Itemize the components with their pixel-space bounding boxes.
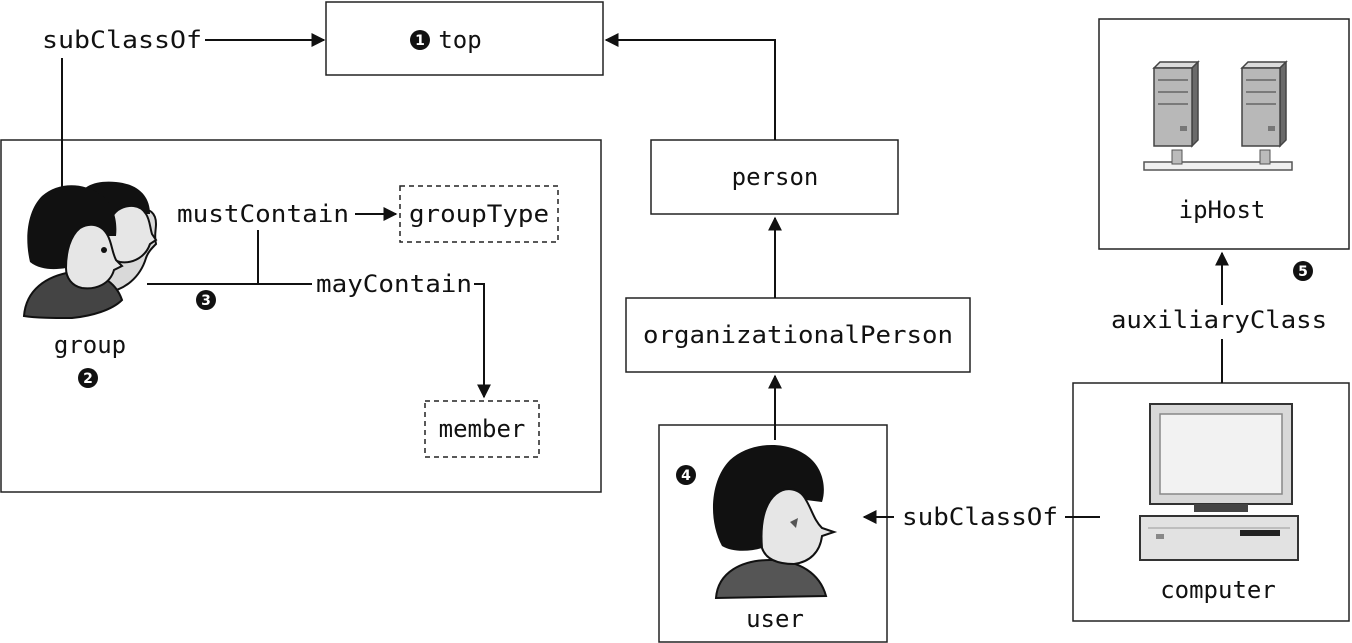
auxiliaryclass-label: auxiliaryClass: [1111, 306, 1327, 334]
person-to-top-arrow: [604, 33, 776, 140]
maycontain-label: mayContain: [316, 270, 472, 298]
organizational-person-label: organizationalPerson: [643, 321, 953, 349]
badge-2: 2: [78, 368, 98, 388]
badge-1: 1: [410, 30, 430, 50]
user-person-icon: [712, 445, 838, 600]
server-left-icon: [1152, 60, 1200, 148]
grouptype-label: groupType: [409, 200, 549, 228]
group-label: group: [54, 331, 126, 359]
member-label: member: [439, 415, 526, 443]
badge-3-text: 3: [201, 293, 211, 309]
badge-3: 3: [196, 290, 216, 310]
member-box: [424, 400, 540, 458]
badge-4-text: 4: [681, 468, 691, 484]
mustcontain-label: mustContain: [177, 200, 349, 228]
top-box: [325, 1, 604, 76]
person-label: person: [732, 163, 819, 191]
subclassof-top-label: subClassOf: [42, 26, 202, 54]
computer-icon: [1139, 403, 1299, 561]
badge-2-text: 2: [83, 371, 93, 387]
badge-4: 4: [676, 465, 696, 485]
badge-1-text: 1: [415, 33, 425, 49]
iphost-label: ipHost: [1179, 196, 1266, 224]
server-network-icon: [1143, 60, 1293, 171]
grouptype-box: [399, 185, 559, 243]
server-right-icon: [1240, 60, 1288, 148]
iphost-container: [1098, 18, 1350, 250]
badge-5-text: 5: [1298, 264, 1308, 280]
group-people-icon: [22, 181, 158, 320]
badge-5: 5: [1293, 261, 1313, 281]
organizational-person-box: [625, 297, 971, 373]
maycontain-arrow: [474, 283, 491, 399]
top-label: top: [438, 26, 481, 54]
user-label: user: [746, 605, 804, 633]
computer-label: computer: [1160, 576, 1276, 604]
subclassof-computer-label: subClassOf: [902, 503, 1058, 531]
